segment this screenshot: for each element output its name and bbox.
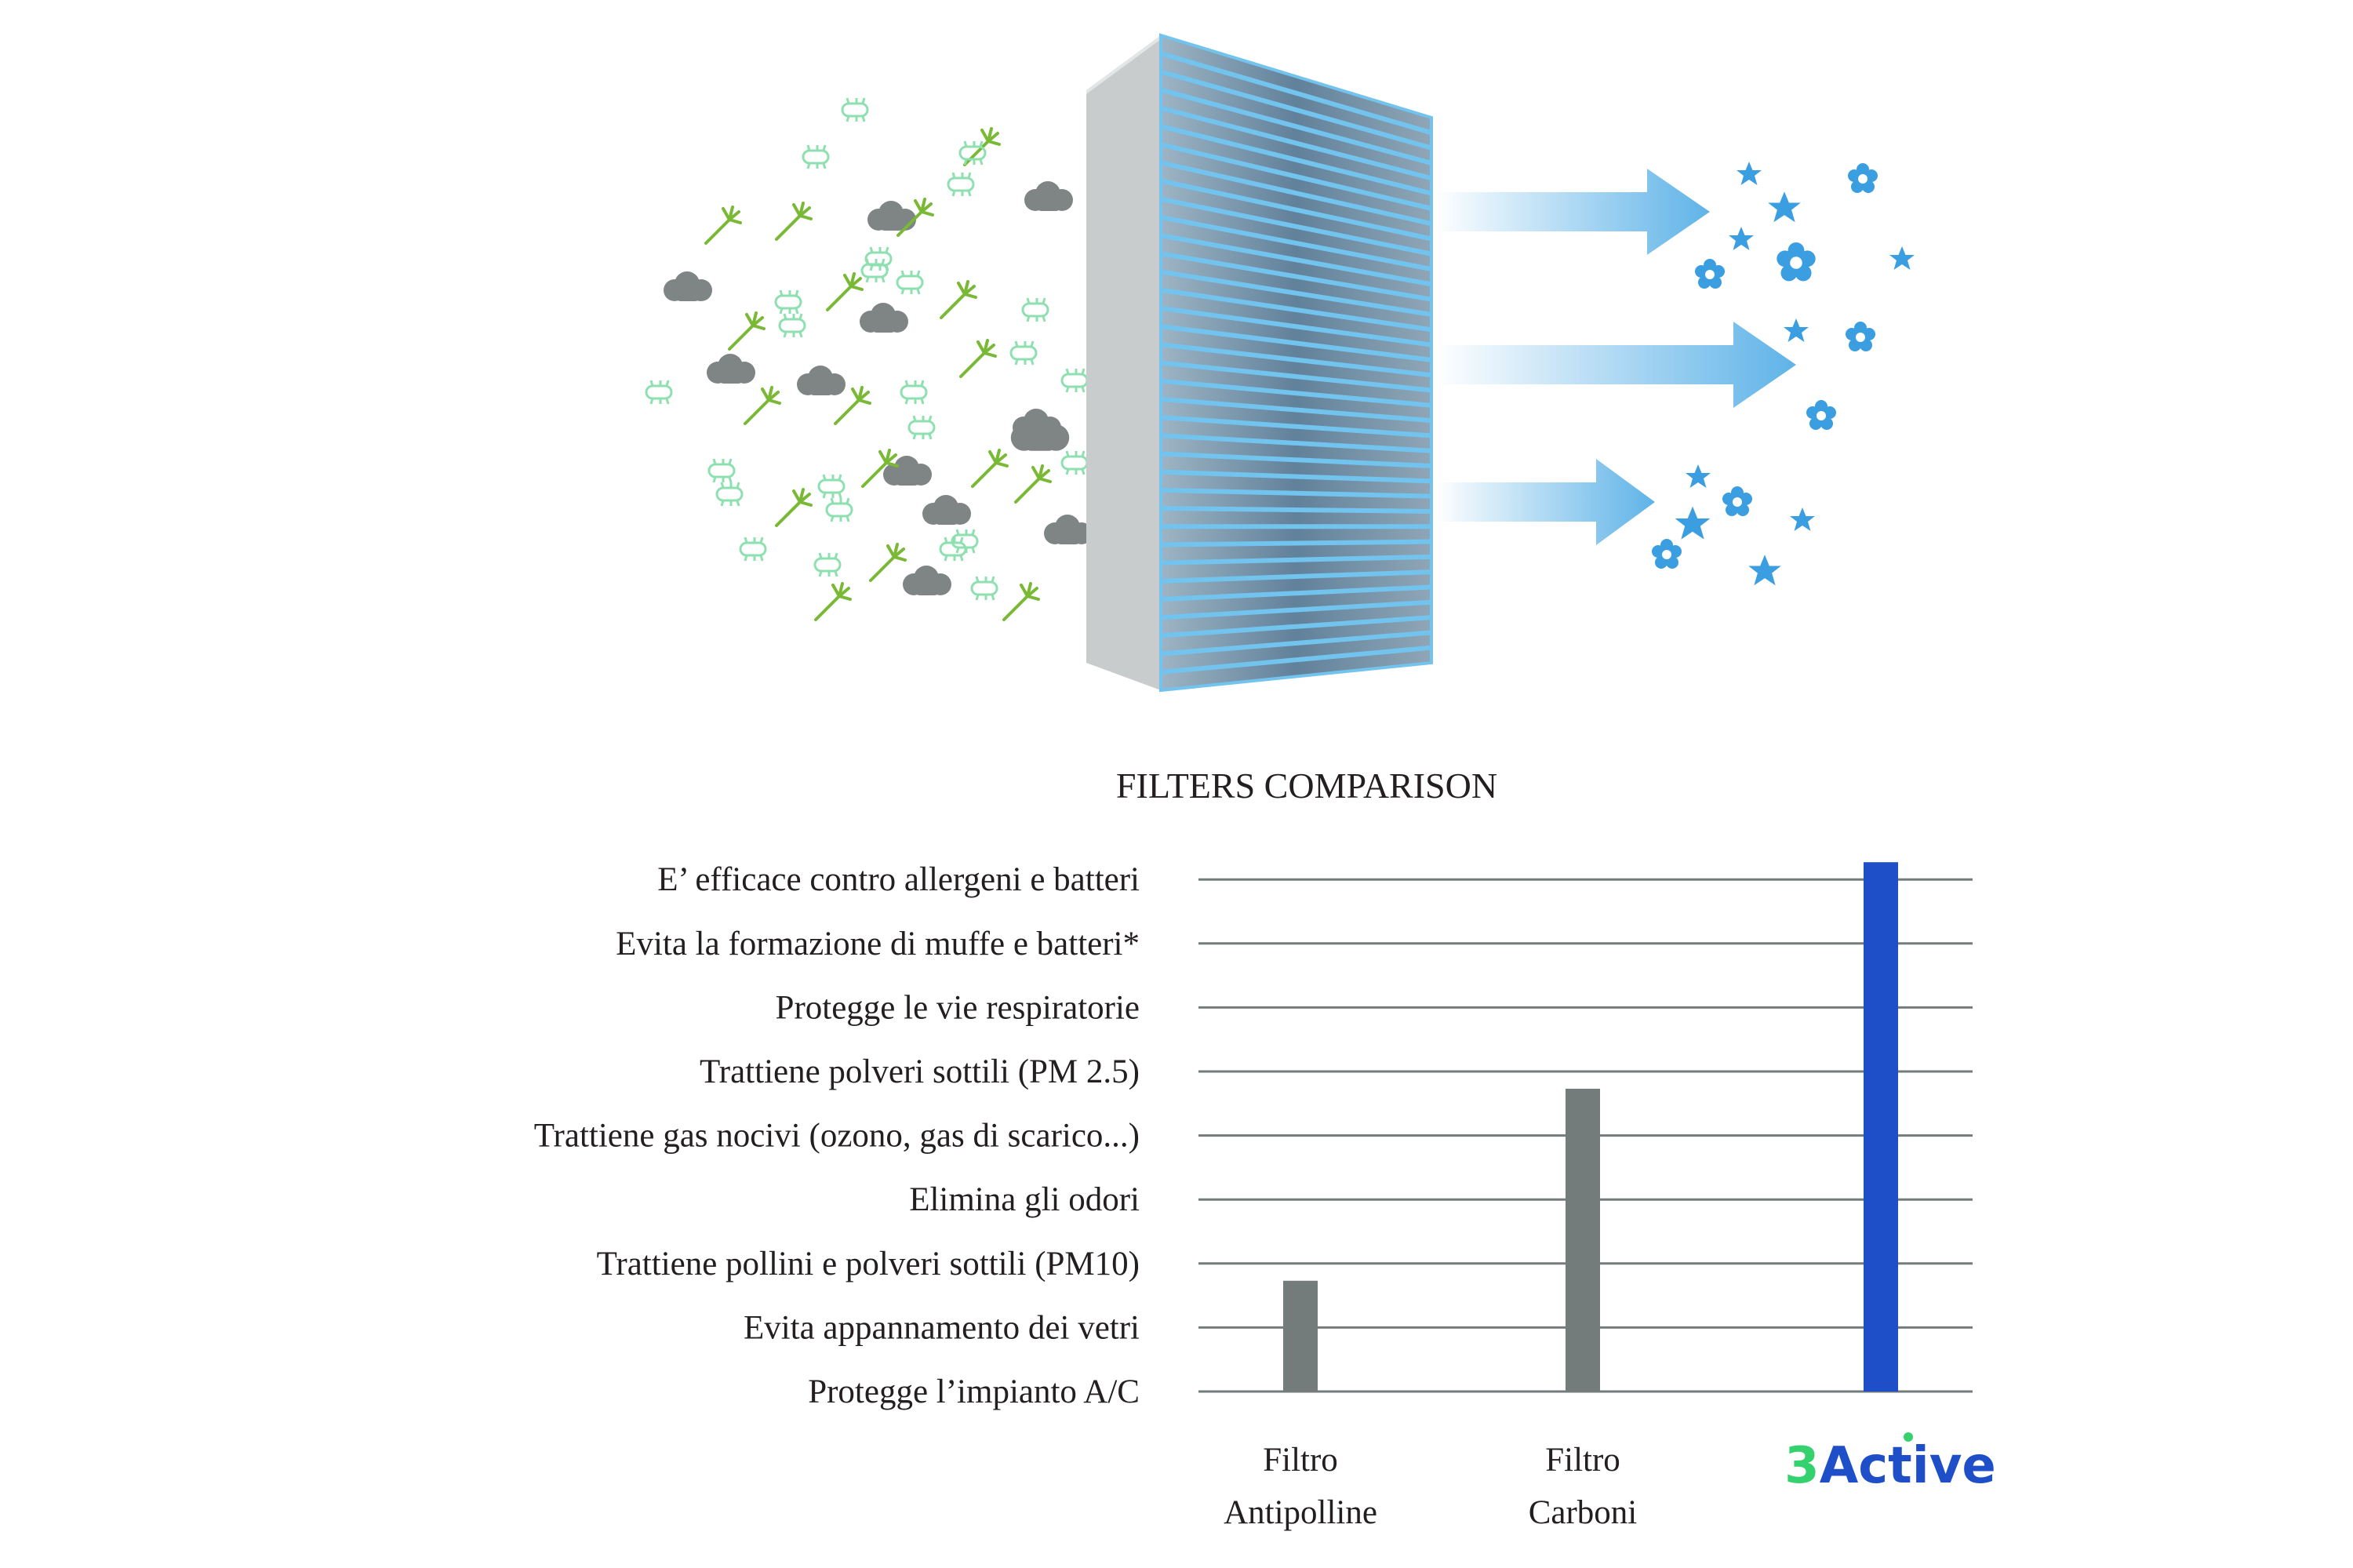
feature-label: E’ efficace contro allergeni e batteri	[657, 861, 1140, 898]
clean-air-arrows	[1435, 169, 1796, 545]
brand-logo-3active: 3Active	[1784, 1437, 1996, 1495]
feature-label: Trattiene polveri sottili (PM 2.5)	[700, 1053, 1140, 1090]
chart-title: FILTERS COMPARISON	[1116, 766, 1497, 806]
brand-dot-icon	[1904, 1432, 1913, 1442]
feature-label: Protegge l’impianto A/C	[808, 1373, 1140, 1410]
feature-label: Trattiene gas nocivi (ozono, gas di scar…	[534, 1118, 1140, 1155]
bars	[1283, 862, 1898, 1392]
feature-labels: Protegge l’impianto A/C Evita appannament…	[534, 861, 1140, 1410]
bar-3active	[1864, 862, 1898, 1392]
feature-label: Evita la formazione di muffe e batteri*	[616, 926, 1140, 962]
filter-unit	[1086, 33, 1433, 693]
air-filter-illustration	[645, 33, 1915, 693]
feature-label: Trattiene pollini e polveri sottili (PM1…	[597, 1246, 1140, 1282]
feature-label: Protegge le vie respiratorie	[776, 989, 1140, 1026]
bar-filtro-antipolline	[1283, 1280, 1318, 1392]
feature-label: Elimina gli odori	[909, 1181, 1140, 1218]
bar-filtro-carboni	[1566, 1089, 1600, 1392]
feature-label: Evita appannamento dei vetri	[744, 1309, 1140, 1346]
